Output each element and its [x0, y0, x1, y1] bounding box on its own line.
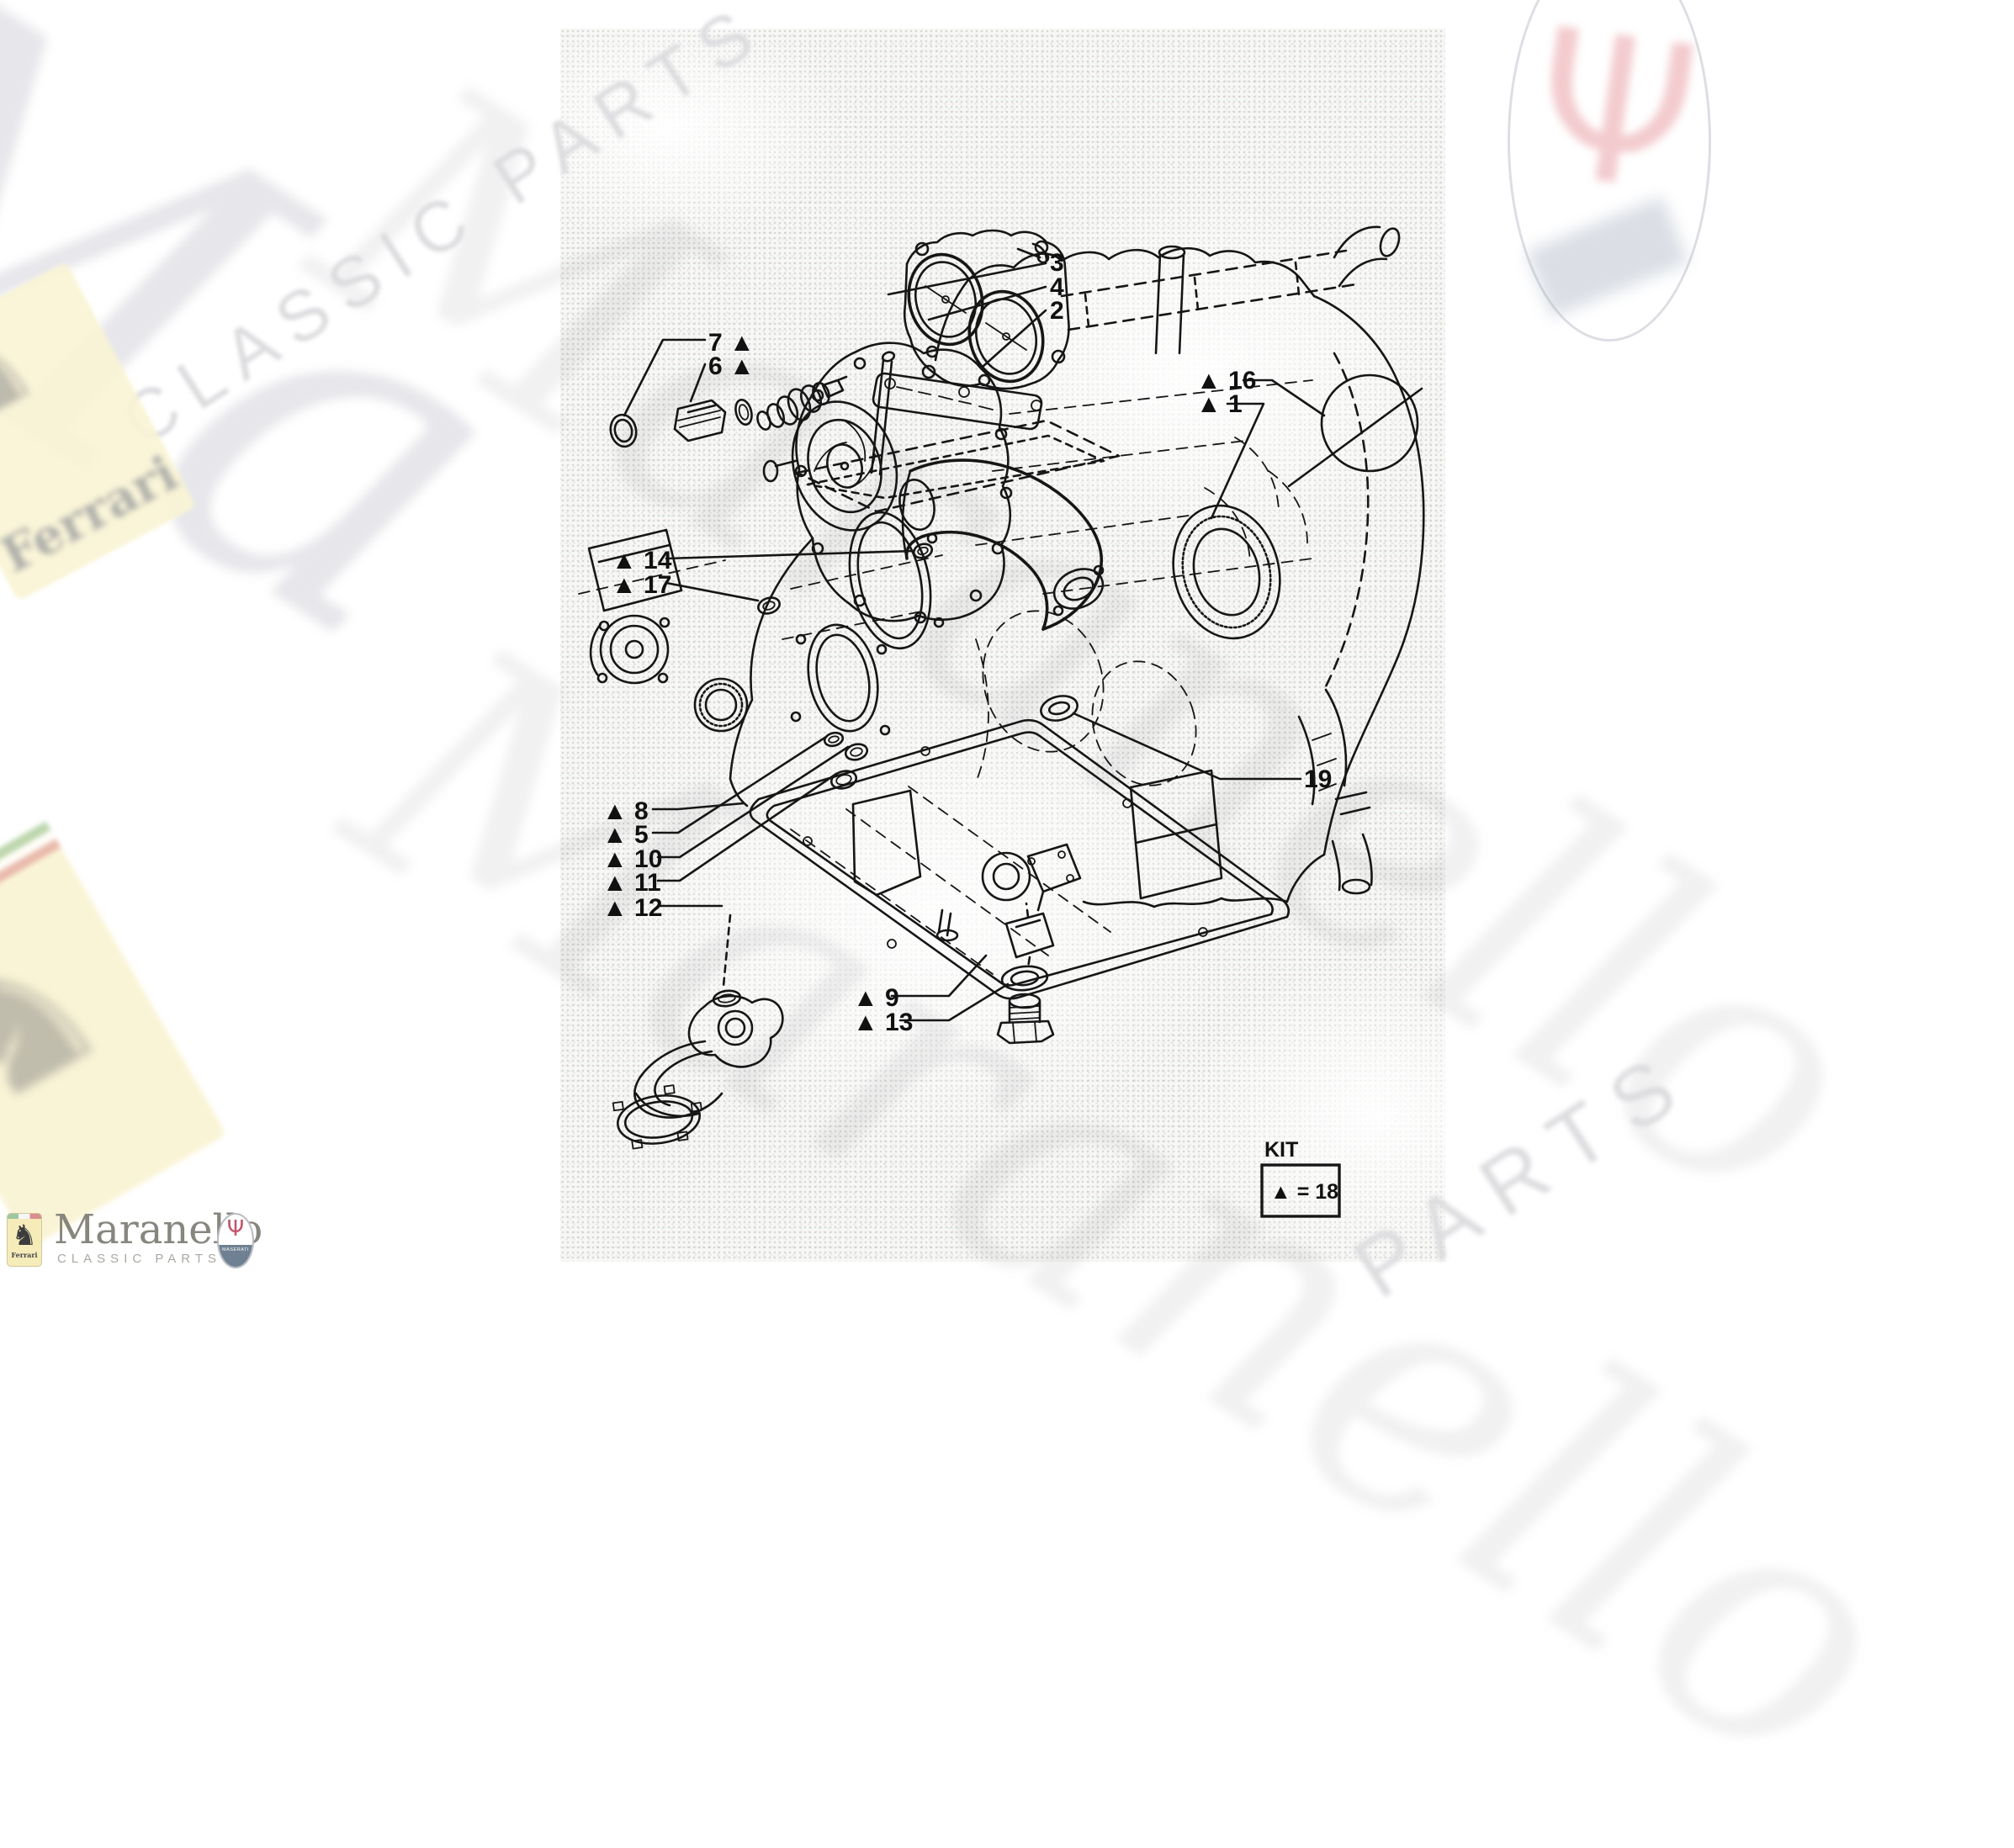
leader-lines [623, 262, 1326, 1022]
callout-8: ▲ 8 [602, 797, 649, 825]
kit-legend: KIT ▲ = 18 [1260, 1138, 1341, 1218]
oil-pump-drawing [935, 843, 1082, 942]
drain-plug-drawing [996, 902, 1055, 1045]
ferrari-label: Ferrari [11, 1251, 38, 1259]
throttle-body-drawing [872, 229, 1070, 431]
callout-16: ▲ 16 [1196, 367, 1256, 394]
callout-1: ▲ 1 [1196, 390, 1243, 418]
kit-title: KIT [1264, 1138, 1298, 1162]
engine-parts-diagram: 3 4 2 7 ▲ 6 ▲ ▲ 16 ▲ 1 ▲ 14 ▲ 17 ▲ 8 ▲ 5… [578, 225, 1425, 1218]
callout-6: 6 ▲ [708, 352, 755, 380]
maranello-classic-parts-logo: ♞ Ferrari Maranello CLASSIC PARTS Ψ MASE… [5, 1206, 283, 1268]
maserati-trident-icon: Ψ [226, 1216, 245, 1242]
small-o-rings-drawing [757, 543, 1079, 790]
callout-14: ▲ 14 [612, 547, 672, 575]
callout-7: 7 ▲ [708, 329, 755, 357]
callout-9: ▲ 9 [853, 984, 899, 1012]
callout-19: 19 [1304, 765, 1332, 793]
pressure-sender-drawing [609, 375, 848, 448]
callout-12: ▲ 12 [602, 894, 662, 922]
water-pump-drawing [762, 342, 1013, 624]
callout-labels: 3 4 2 7 ▲ 6 ▲ ▲ 16 ▲ 1 ▲ 14 ▲ 17 ▲ 8 ▲ 5… [602, 249, 1332, 1036]
callout-4: 4 [1050, 273, 1064, 301]
accessory-bracket-drawing [578, 528, 726, 685]
sump-gasket-drawing [749, 718, 1291, 1000]
callout-3: 3 [1050, 249, 1064, 277]
callout-13: ▲ 13 [853, 1009, 913, 1036]
maserati-label: MASERATI [219, 1245, 252, 1267]
page: { "watermarks": { "brand": "Maranello", … [0, 0, 1964, 1848]
water-manifold-drawing [898, 458, 1105, 631]
maserati-badge-icon: Ψ MASERATI [217, 1213, 254, 1268]
front-cover-drawing [782, 511, 945, 736]
callout-2: 2 [1050, 297, 1064, 325]
crankshaft-seal-part1-drawing [1172, 504, 1281, 640]
oil-pickup-drawing [612, 913, 784, 1150]
ferrari-horse-icon: ♞ [11, 1220, 38, 1252]
front-shaft-seal-drawing [693, 677, 749, 733]
o-ring-part16-drawing [1287, 373, 1423, 488]
engine-block-drawing [729, 225, 1425, 908]
ferrari-shield-icon: ♞ Ferrari [7, 1213, 42, 1267]
callout-5: ▲ 5 [602, 821, 649, 849]
logo-subtitle-text: CLASSIC PARTS [57, 1252, 221, 1266]
callout-11: ▲ 11 [602, 869, 661, 897]
callout-10: ▲ 10 [602, 845, 662, 873]
callout-17: ▲ 17 [612, 571, 671, 599]
kit-marker-legend: ▲ = 18 [1270, 1180, 1338, 1204]
scanned-page-background [560, 29, 1445, 1262]
